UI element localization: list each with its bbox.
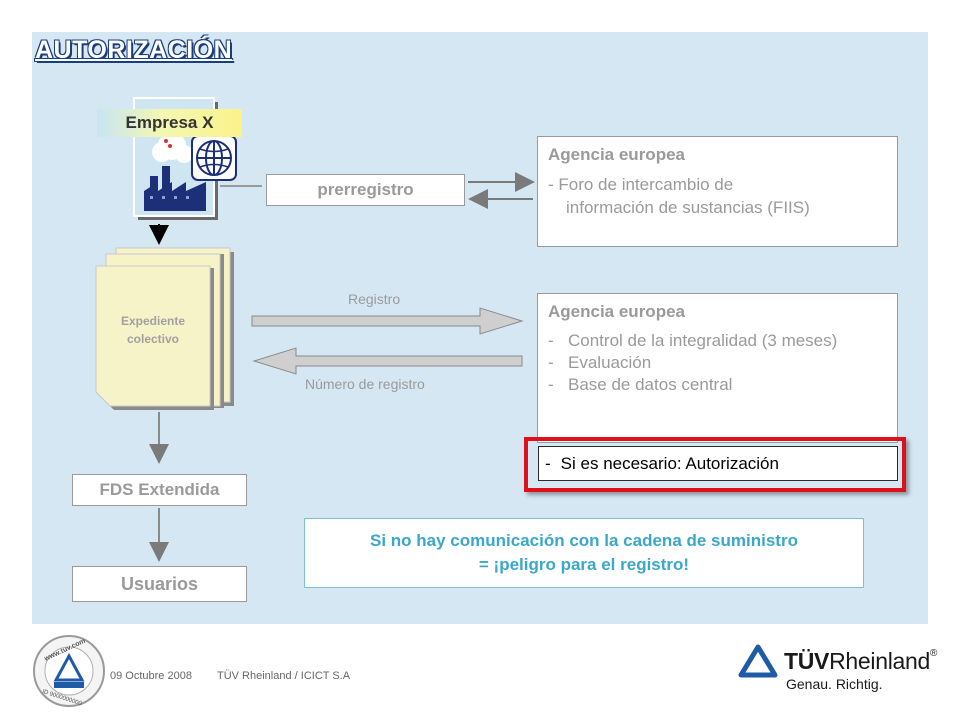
agency-prereg-line1: - Foro de intercambio de	[548, 175, 734, 194]
authorization-dash: -	[545, 453, 551, 473]
slide-title: AUTORIZACIÓN	[35, 36, 233, 64]
tuv-brand: TÜVRheinland®	[784, 648, 937, 675]
footer-date: 09 Octubre 2008	[110, 670, 192, 682]
preregistration-box: prerregistro	[266, 174, 465, 206]
warning-line1: Si no hay comunicación con la cadena de …	[370, 531, 798, 550]
company-label: Empresa X	[97, 109, 242, 137]
tuv-brand-reg: ®	[930, 648, 938, 659]
warning-box: Si no hay comunicación con la cadena de …	[304, 518, 864, 588]
users-label: Usuarios	[120, 573, 199, 594]
agency-reg-item: Base de datos central	[548, 374, 887, 396]
agency-prereg-line2: información de sustancias (FIIS)	[566, 198, 810, 217]
registration-arrow	[251, 307, 524, 335]
tuv-seal-logo: www.tuv.com ID 9000000000	[33, 635, 105, 707]
warning-line2: = ¡peligro para el registro!	[478, 555, 690, 574]
users-box: Usuarios	[72, 566, 247, 602]
registration-flow-label: Registro	[348, 291, 401, 307]
authorization-label: Si es necesario: Autorización	[560, 453, 779, 473]
sds-label: FDS Extendida	[99, 480, 220, 499]
tuv-brand-light: Rheinland	[829, 648, 930, 674]
dossier-label-line1: Expediente	[120, 314, 186, 328]
registration-number-flow-label: Número de registro	[305, 376, 425, 392]
footer-org: TÜV Rheinland / ICICT S.A	[217, 670, 351, 682]
preregistration-label: prerregistro	[317, 180, 414, 199]
dossier-label: Expediente colectivo	[96, 312, 210, 348]
agency-reg-item: Evaluación	[548, 352, 887, 374]
agency-prereg-title: Agencia europea	[548, 145, 685, 164]
tuv-brand-bold: TÜV	[784, 648, 830, 674]
dossier-label-line2: colectivo	[126, 332, 180, 346]
authorization-highlight	[524, 437, 906, 492]
globe-icon	[191, 135, 237, 181]
tuv-tagline: Genau. Richtig.	[786, 676, 883, 692]
registration-number-arrow	[252, 347, 523, 375]
tuv-triangle-logo	[738, 644, 778, 678]
agency-reg-box: Agencia europea Control de la integralid…	[537, 293, 898, 443]
authorization-item: - Si es necesario: Autorización	[538, 446, 898, 481]
sds-box: FDS Extendida	[72, 474, 247, 506]
agency-prereg-box: Agencia europea - Foro de intercambio de…	[537, 136, 898, 247]
agency-reg-list: Control de la integralidad (3 meses) Eva…	[548, 330, 887, 396]
stacked-documents-icon	[95, 247, 234, 410]
agency-reg-item: Control de la integralidad (3 meses)	[548, 330, 887, 352]
agency-reg-title: Agencia europea	[548, 302, 685, 321]
